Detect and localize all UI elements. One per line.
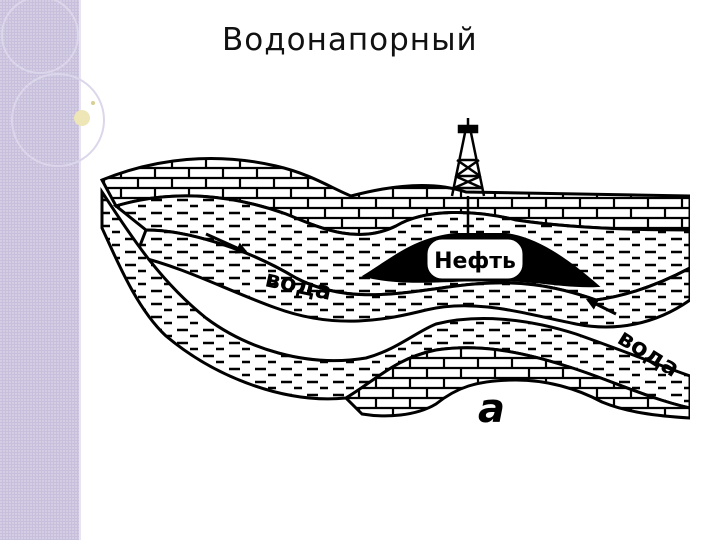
water-drive-diagram: Нефть вода вода а bbox=[96, 118, 690, 438]
page-title: Водонапорный bbox=[222, 22, 478, 58]
yellow-dot-icon bbox=[74, 110, 90, 126]
decorative-circles bbox=[0, 0, 110, 200]
figure-letter: а bbox=[478, 386, 505, 432]
oil-label: Нефть bbox=[434, 249, 516, 274]
